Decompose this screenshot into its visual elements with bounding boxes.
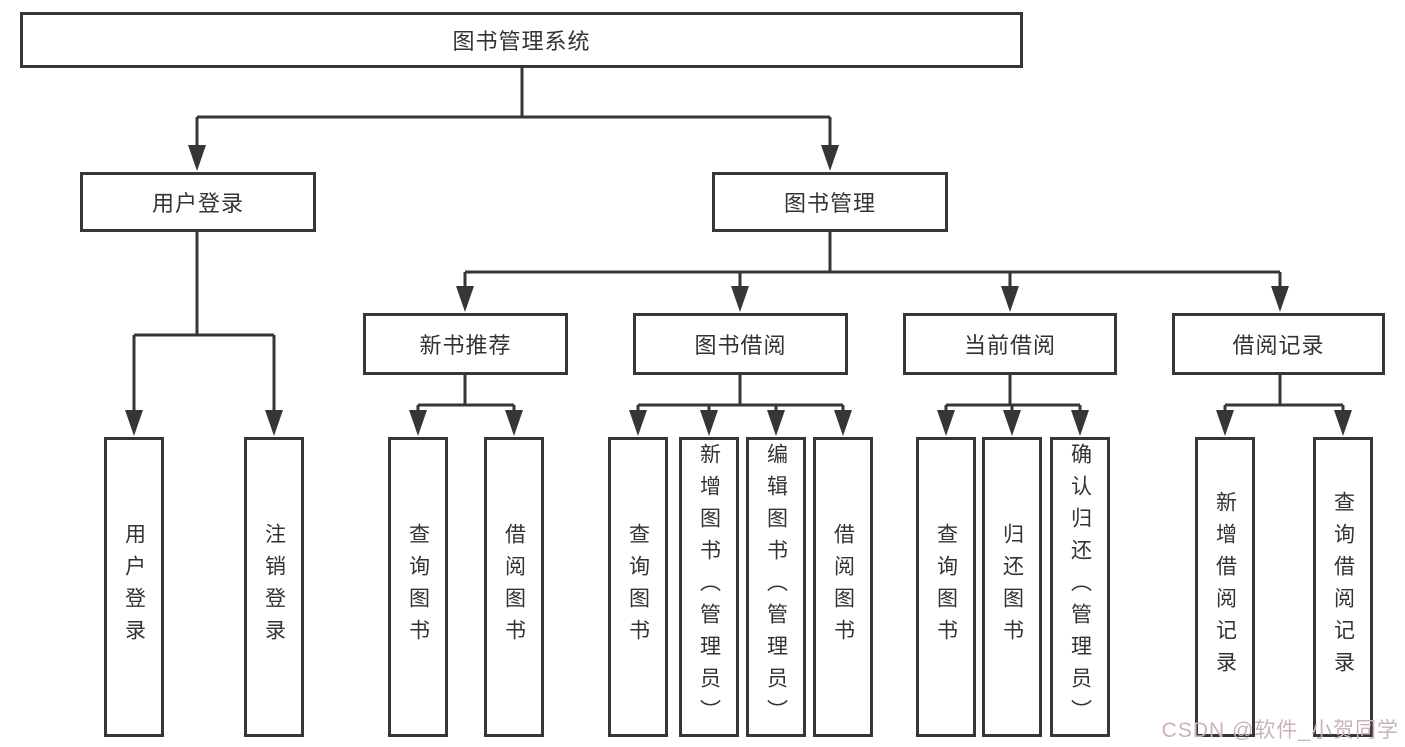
arrowhead-down [1271, 286, 1289, 312]
edge-root-to-level2 [195, 66, 832, 150]
leaf-confirm-return-admin: 确认归还（管理员） [1050, 437, 1110, 737]
edge-borrowing-to-leaves [636, 375, 845, 414]
node-current-borrowing: 当前借阅 [903, 313, 1117, 375]
node-label: 借阅记录 [1232, 333, 1325, 358]
arrowhead-down [700, 410, 718, 436]
leaf-user-login: 用户登录 [104, 437, 164, 737]
node-label: 查询借阅记录 [1331, 491, 1355, 683]
watermark: CSDN @软件_小贺同学 [1161, 719, 1399, 742]
node-label: 归还图书 [1000, 523, 1024, 651]
edge-current-to-leaves [944, 375, 1082, 414]
node-label: 用户登录 [122, 523, 146, 651]
arrowhead-down [767, 410, 785, 436]
leaf-borrow-books-borrowing: 借阅图书 [813, 437, 873, 737]
arrowheads [125, 145, 1352, 436]
arrowhead-down [821, 145, 839, 171]
leaf-query-books-current: 查询图书 [916, 437, 976, 737]
node-borrowing-records: 借阅记录 [1172, 313, 1385, 375]
arrowhead-down [1071, 410, 1089, 436]
node-library-management-system: 图书管理系统 [20, 12, 1023, 68]
arrowhead-down [1216, 410, 1234, 436]
leaf-logout: 注销登录 [244, 437, 304, 737]
node-label: 编辑图书（管理员） [764, 443, 788, 731]
arrowhead-down [731, 286, 749, 312]
arrowhead-down [1001, 286, 1019, 312]
node-label: 借阅图书 [831, 523, 855, 651]
node-label: 查询图书 [406, 523, 430, 651]
node-book-borrowing: 图书借阅 [633, 313, 848, 375]
arrowhead-down [125, 410, 143, 436]
node-book-management: 图书管理 [712, 172, 948, 232]
node-label: 确认归还（管理员） [1068, 443, 1092, 731]
node-label: 用户登录 [151, 191, 244, 216]
arrowhead-down [937, 410, 955, 436]
node-label: 当前借阅 [963, 333, 1056, 358]
node-label: 新增图书（管理员） [697, 443, 721, 731]
leaf-query-books-borrowing: 查询图书 [608, 437, 668, 737]
node-label: 查询图书 [934, 523, 958, 651]
arrowhead-down [629, 410, 647, 436]
edge-newbook-to-leaves [416, 375, 516, 414]
leaf-query-books-newbook: 查询图书 [388, 437, 448, 737]
leaf-add-books-admin: 新增图书（管理员） [679, 437, 739, 737]
arrowhead-down [188, 145, 206, 171]
arrowhead-down [456, 286, 474, 312]
leaf-add-borrow-record: 新增借阅记录 [1195, 437, 1255, 737]
node-user-login: 用户登录 [80, 172, 316, 232]
edge-userlogin-to-leaves [132, 232, 276, 414]
arrowhead-down [1334, 410, 1352, 436]
node-label: 借阅图书 [502, 523, 526, 651]
leaf-return-books: 归还图书 [982, 437, 1042, 737]
arrowhead-down [1003, 410, 1021, 436]
node-label: 新书推荐 [419, 333, 512, 358]
arrowhead-down [505, 410, 523, 436]
node-label: 图书借阅 [694, 333, 787, 358]
leaf-borrow-books-newbook: 借阅图书 [484, 437, 544, 737]
leaf-query-borrow-record: 查询借阅记录 [1313, 437, 1373, 737]
node-label: 新增借阅记录 [1213, 491, 1237, 683]
node-label: 查询图书 [626, 523, 650, 651]
node-label: 图书管理 [783, 191, 876, 216]
arrowhead-down [409, 410, 427, 436]
arrowhead-down [265, 410, 283, 436]
edge-bookmgmt-to-level3 [463, 232, 1282, 292]
leaf-edit-books-admin: 编辑图书（管理员） [746, 437, 806, 737]
node-label: 图书管理系统 [452, 29, 591, 54]
edge-records-to-leaves [1223, 375, 1345, 414]
arrowhead-down [834, 410, 852, 436]
node-label: 注销登录 [262, 523, 286, 651]
node-new-book-recommend: 新书推荐 [363, 313, 568, 375]
